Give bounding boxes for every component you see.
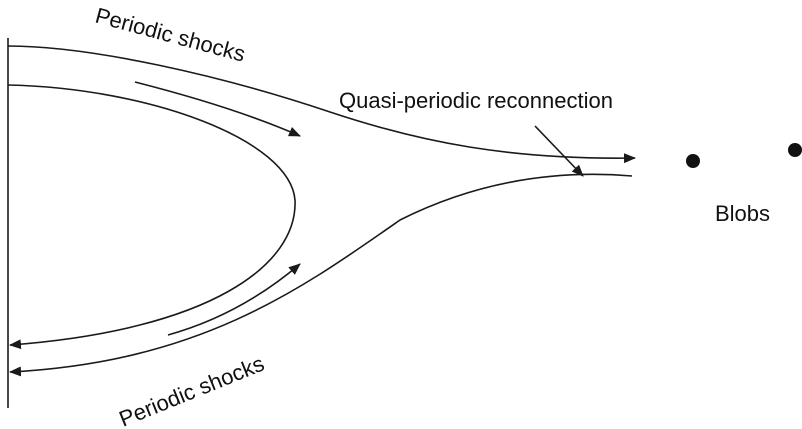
reconnection-label: Quasi-periodic reconnection xyxy=(339,88,613,113)
blob-dot-2 xyxy=(788,143,802,157)
outer-bottom-field-line xyxy=(9,173,633,377)
top-flow-arrow xyxy=(134,81,301,137)
blobs-label: Blobs xyxy=(715,201,770,226)
bottom-flow-arrow xyxy=(167,263,301,336)
blob-dot-1 xyxy=(686,154,700,168)
reconnection-pointer-arrow xyxy=(534,125,584,177)
outer-top-field-line xyxy=(7,45,636,164)
inner-loop-field-line xyxy=(7,84,296,350)
bottom-periodic-shocks-label: Periodic shocks xyxy=(116,351,268,429)
